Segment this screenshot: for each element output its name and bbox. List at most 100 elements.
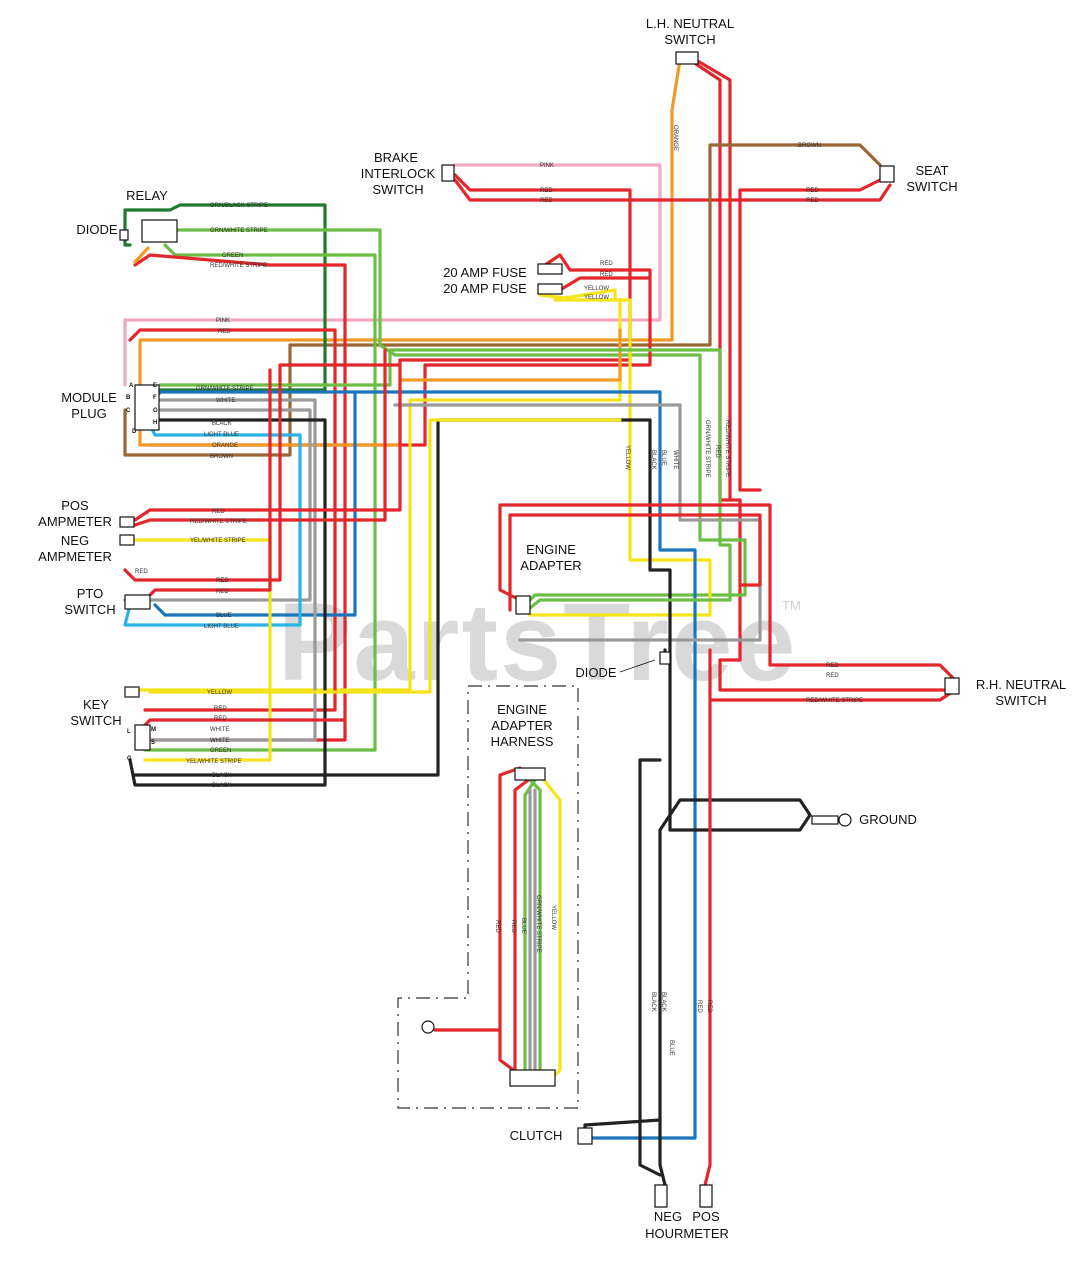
wire-green-white bbox=[173, 228, 747, 612]
rh-neutral-label-2: SWITCH bbox=[995, 693, 1046, 708]
brake-label-1: BRAKE bbox=[374, 150, 418, 165]
wire-label-red-hm-2: RED bbox=[706, 1000, 712, 1013]
seat-connector bbox=[879, 165, 895, 183]
module-plug-label-2: PLUG bbox=[71, 406, 106, 421]
wire-label-lightblue-pto: LIGHT BLUE bbox=[204, 624, 239, 630]
wire-label-red-seat-1: RED bbox=[806, 188, 819, 194]
key-switch-body bbox=[134, 724, 151, 751]
wire-label-grn-white-harness: GRN/WHITE STRIPE bbox=[535, 895, 541, 953]
wire-label-red-white-relay: RED/WHITE STRIPE bbox=[210, 263, 267, 269]
module-pin-e: E bbox=[153, 383, 157, 389]
lh-neutral-connector bbox=[675, 51, 699, 65]
module-pin-c: C bbox=[126, 408, 131, 414]
fuse-2-body bbox=[537, 283, 563, 295]
diode-relay-body bbox=[119, 229, 129, 241]
pos-ammeter-label-1: POS bbox=[61, 498, 89, 513]
wire-label-blue-vertical: BLUE bbox=[660, 450, 666, 466]
wire-red-lh-neutral-2 bbox=[694, 58, 732, 502]
lh-neutral-label-1: L.H. NEUTRAL bbox=[646, 16, 734, 31]
wire-label-grn-white-vertical: GRN/WHITE STRIPE bbox=[704, 420, 710, 478]
wire-label-orange-lh: ORANGE bbox=[672, 125, 678, 151]
wire-red-ammeter bbox=[133, 358, 402, 522]
wire-red-hourmeter bbox=[703, 698, 712, 1187]
ground-ring-terminal bbox=[838, 813, 852, 827]
wire-label-pink-brake: PINK bbox=[540, 163, 554, 169]
wire-red-lh-neutral bbox=[688, 58, 952, 692]
neg-ammeter-label-1: NEG bbox=[61, 533, 89, 548]
wire-yellow-fuse-2 bbox=[138, 298, 622, 692]
neg-ammeter-label-2: AMPMETER bbox=[38, 549, 112, 564]
wire-red-module bbox=[128, 328, 337, 712]
hourmeter-pos-label: POS bbox=[692, 1209, 720, 1224]
wire-green-relay bbox=[143, 243, 377, 752]
wire-label-red-harness-2: RED bbox=[510, 920, 516, 933]
wire-label-black-key-2: BLACK bbox=[212, 783, 232, 789]
brake-label-2: INTERLOCK bbox=[361, 166, 436, 181]
engine-adapter-label-1: ENGINE bbox=[526, 542, 576, 557]
wire-label-black-module: BLACK bbox=[212, 421, 232, 427]
wire-label-white-key-1: WHITE bbox=[210, 727, 229, 733]
connectors bbox=[119, 51, 960, 1208]
wire-orange-relay bbox=[133, 246, 150, 264]
wire-orange-lh-neutral bbox=[138, 58, 682, 447]
wire-label-blue-pto: BLUE bbox=[216, 613, 232, 619]
harness-ring-terminal bbox=[421, 1020, 435, 1034]
harness-label-3: HARNESS bbox=[491, 734, 554, 749]
wire-label-red-key-2: RED bbox=[214, 716, 227, 722]
wire-label-green-relay: GREEN bbox=[222, 253, 243, 259]
wire-label-red-white-vertical: RED/WHITE STRIPE bbox=[724, 420, 730, 477]
clutch-label: CLUTCH bbox=[510, 1128, 563, 1143]
wire-red-engine-adapter-2 bbox=[508, 513, 762, 612]
clutch-connector bbox=[577, 1127, 593, 1145]
brake-label-3: SWITCH bbox=[372, 182, 423, 197]
wire-label-yellow-vertical: YELLOW bbox=[624, 445, 630, 470]
wire-label-red-fuse-2: RED bbox=[600, 272, 613, 278]
wire-label-yellow-fuse-2: YELLOW bbox=[584, 295, 609, 301]
neg-hourmeter-terminal bbox=[654, 1184, 668, 1208]
wire-light-blue bbox=[123, 423, 302, 627]
wire-grn-white-module bbox=[158, 348, 732, 614]
module-plug-body bbox=[134, 384, 160, 431]
diode-mid-leader bbox=[619, 659, 656, 673]
wire-red-white-rh bbox=[708, 648, 957, 702]
wire-label-yellow-harness: YELLOW bbox=[550, 905, 556, 930]
wire-label-red-rh-1: RED bbox=[826, 663, 839, 669]
wire-yellow-harness bbox=[538, 773, 562, 1082]
harness-label-2: ADAPTER bbox=[491, 718, 552, 733]
harness-top-connector bbox=[514, 767, 546, 781]
wire-label-red-pto-2: RED bbox=[216, 589, 229, 595]
wire-label-red-module: RED bbox=[218, 329, 231, 335]
wire-label-brown-seat: BROWN bbox=[798, 143, 821, 149]
wire-label-lightblue-module: LIGHT BLUE bbox=[204, 432, 239, 438]
wires bbox=[123, 58, 957, 1187]
brake-connector bbox=[441, 164, 455, 182]
pin-letters: A B C D E F G H L M S G bbox=[126, 383, 158, 762]
module-pin-f: F bbox=[153, 395, 157, 401]
wire-yellow-white-ammeter bbox=[133, 538, 272, 762]
module-pin-h: H bbox=[153, 420, 157, 426]
rh-neutral-connector bbox=[944, 677, 960, 695]
watermark-tm: TM bbox=[782, 598, 801, 613]
rh-neutral-label-1: R.H. NEUTRAL bbox=[976, 677, 1066, 692]
module-pin-a: A bbox=[129, 383, 134, 389]
wire-label-pink-module: PINK bbox=[216, 318, 230, 324]
module-pin-b: B bbox=[126, 395, 131, 401]
key-power-terminal bbox=[124, 686, 140, 698]
wire-blue bbox=[153, 390, 697, 1140]
wire-red-seat bbox=[738, 178, 882, 492]
wire-yellow-fuse bbox=[528, 288, 712, 617]
wire-label-red-pto-1: RED bbox=[216, 578, 229, 584]
wire-label-yel-white-key: YEL/WHITE STRIPE bbox=[186, 759, 242, 765]
wire-label-black-key-1: BLACK bbox=[212, 773, 232, 779]
diode-mid-body bbox=[659, 651, 671, 665]
wire-label-red-ammeter: RED bbox=[212, 509, 225, 515]
seat-label-2: SWITCH bbox=[906, 179, 957, 194]
wire-yellow-key bbox=[148, 418, 622, 694]
pos-hourmeter-terminal bbox=[699, 1184, 713, 1208]
wire-label-black-vertical: BLACK bbox=[650, 450, 656, 470]
wire-label-red-hm-1: RED bbox=[696, 1000, 702, 1013]
wire-white-harness bbox=[528, 788, 537, 1072]
wire-label-white-module: WHITE bbox=[216, 398, 235, 404]
fuse-1-label: 20 AMP FUSE bbox=[443, 265, 527, 280]
wire-label-red-vertical: RED bbox=[714, 445, 720, 458]
